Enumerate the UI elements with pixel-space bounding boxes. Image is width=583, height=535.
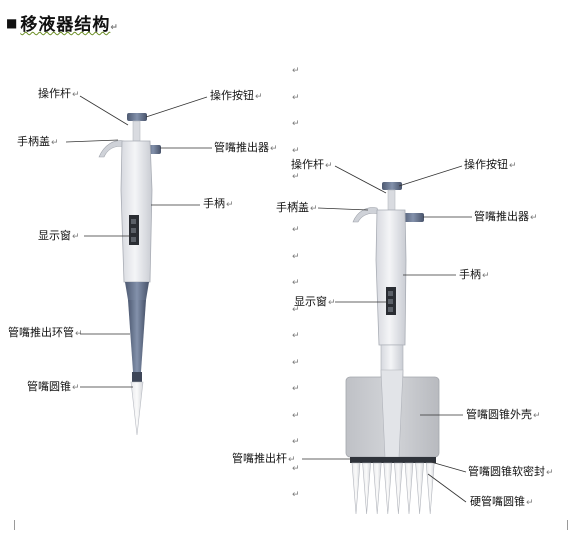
hard-tip-cone — [394, 462, 403, 515]
paragraph-mark: ↵ — [292, 146, 300, 156]
label-tip-cone-shell: 管嘴圆锥外壳↵ — [466, 408, 541, 422]
hard-tip-cone — [383, 462, 393, 515]
label-tip-ejector-multi: 管嘴推出器↵ — [474, 210, 538, 224]
handle-body-shape — [120, 140, 153, 283]
paragraph-mark: ↵ — [292, 490, 300, 500]
hard-tip-cone — [372, 462, 382, 515]
paragraph-mark: ↵ — [292, 358, 300, 368]
label-handle: 手柄↵ — [203, 197, 234, 211]
label-operating-button: 操作按钮↵ — [210, 89, 263, 103]
operating-button-shape — [382, 182, 402, 190]
page-corner-mark — [567, 520, 568, 530]
single-pipette — [65, 95, 212, 436]
hard-tip-cone — [404, 462, 414, 515]
hard-tip-cone — [362, 462, 371, 515]
label-handle-cover: 手柄盖↵ — [17, 135, 59, 149]
label-ejector-rod: 管嘴推出杆↵ — [232, 452, 296, 466]
label-tip-ejector: 管嘴推出器↵ — [214, 141, 278, 155]
hard-tip-cones — [351, 462, 435, 515]
paragraph-mark: ↵ — [292, 384, 300, 394]
paragraph-mark: ↵ — [292, 172, 300, 182]
operating-rod-shape — [132, 120, 141, 142]
page-corner-mark — [14, 520, 15, 530]
tip-ejector-shape — [402, 213, 424, 222]
soft-seal-shape — [350, 457, 436, 463]
multi-pipette — [302, 165, 472, 515]
ejector-tube-shape — [128, 300, 146, 372]
paragraph-mark: ↵ — [292, 278, 300, 288]
paragraph-mark: ↵ — [292, 199, 300, 209]
paragraph-mark: ↵ — [292, 411, 300, 421]
label-tip-cone-soft-seal: 管嘴圆锥软密封↵ — [468, 465, 554, 479]
multi-leader-lines — [302, 165, 472, 503]
label-tip-cone: 管嘴圆锥↵ — [27, 380, 80, 394]
label-operating-rod: 操作杆↵ — [38, 87, 80, 101]
label-hard-tip-cone: 硬管嘴圆锥↵ — [470, 495, 534, 509]
paragraph-mark: ↵ — [292, 93, 300, 103]
label-handle-cover-multi: 手柄盖↵ — [276, 201, 318, 215]
hard-tip-cone — [425, 462, 435, 515]
paragraph-mark: ↵ — [292, 252, 300, 262]
handle-body-shape — [375, 209, 407, 346]
label-operating-rod-multi: 操作杆↵ — [291, 158, 333, 172]
paragraph-mark: ↵ — [292, 66, 300, 76]
bullet-icon: ■ — [6, 16, 19, 30]
label-display-window: 显示窗↵ — [38, 229, 80, 243]
label-ejector-ring-tube: 管嘴推出环管↵ — [8, 326, 83, 340]
hard-tip-cone — [351, 462, 361, 515]
paragraph-mark: ↵ — [292, 331, 300, 341]
tip-cone-shape — [130, 381, 144, 436]
label-operating-button-multi: 操作按钮↵ — [464, 158, 517, 172]
paragraph-mark: ↵ — [292, 464, 300, 474]
label-handle-multi: 手柄↵ — [459, 268, 490, 282]
paragraph-mark: ↵ — [292, 225, 300, 235]
paragraph-mark: ↵ — [292, 437, 300, 447]
operating-rod-shape — [387, 189, 396, 211]
single-leader-lines — [65, 95, 212, 388]
label-display-window-multi: 显示窗↵ — [294, 295, 336, 309]
ejector-ring-shape — [125, 282, 149, 300]
paragraph-mark: ↵ — [292, 305, 300, 315]
document-title: ■移液器结构↵ — [6, 15, 119, 35]
hard-tip-cone — [415, 462, 424, 515]
operating-button-shape — [127, 113, 147, 121]
paragraph-mark: ↵ — [292, 119, 300, 129]
